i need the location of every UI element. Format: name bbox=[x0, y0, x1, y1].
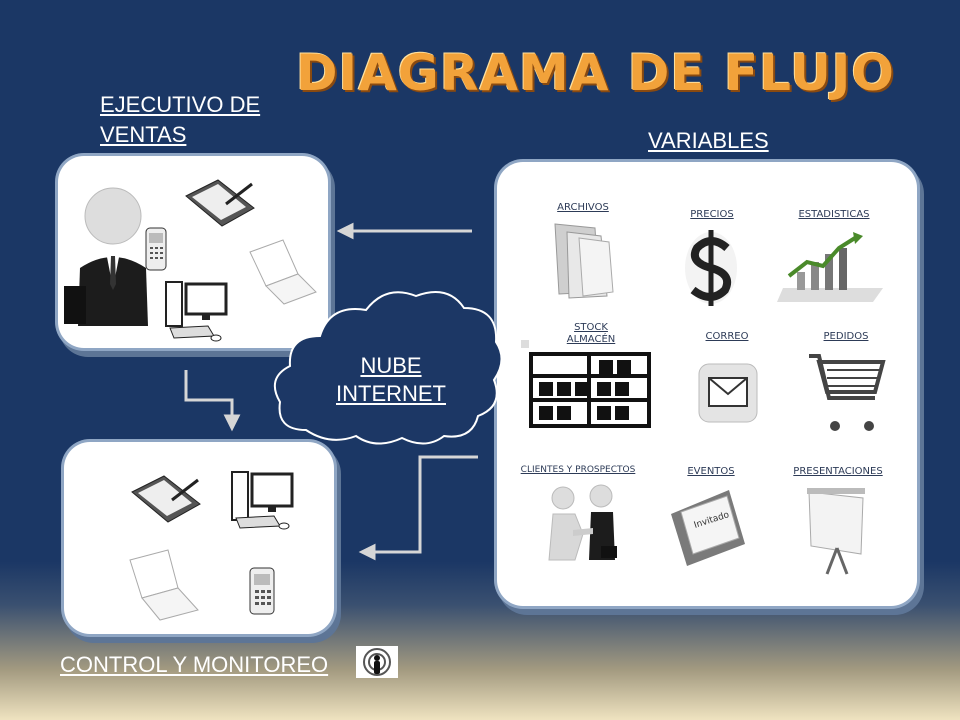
estadisticas-label: ESTADISTICAS bbox=[798, 209, 870, 220]
sales-executive-panel bbox=[58, 156, 328, 348]
internet-cloud bbox=[273, 291, 503, 445]
eventos-label: EVENTOS bbox=[687, 466, 735, 477]
stock-label-line-2: ALMACÉN bbox=[566, 334, 616, 345]
laptop-icon bbox=[129, 549, 199, 621]
warehouse-shelf-icon bbox=[521, 340, 651, 428]
control-label: CONTROL Y MONITOREO bbox=[60, 652, 329, 677]
control-panel bbox=[64, 442, 334, 634]
desktop-computer-icon bbox=[231, 471, 294, 530]
sales-executive-illustration bbox=[64, 179, 317, 342]
envelope-icon bbox=[698, 363, 758, 423]
archivos-label: ARCHIVOS bbox=[557, 202, 609, 213]
laptop-icon bbox=[249, 239, 317, 305]
arrow-executive-to-control bbox=[184, 370, 241, 432]
presentaciones-label: PRESENTACIONES bbox=[793, 466, 883, 477]
sales-executive-line-2: VENTAS bbox=[100, 122, 187, 147]
presentation-screen-icon bbox=[807, 488, 865, 575]
correo-label: CORREO bbox=[705, 331, 749, 342]
precios-label: PRECIOS bbox=[690, 209, 734, 220]
handshake-icon bbox=[548, 484, 617, 561]
monitoring-icon bbox=[356, 646, 398, 678]
dollar-icon bbox=[685, 230, 737, 306]
desktop-computer-icon bbox=[165, 281, 228, 342]
diagram-title: DIAGRAMA DE FLUJO bbox=[296, 44, 895, 102]
cloud-label: NUBE INTERNET bbox=[316, 352, 466, 408]
tablet-pen-icon bbox=[185, 179, 255, 227]
statistics-chart-icon bbox=[777, 232, 883, 302]
stock-label: STOCK ALMACÉN bbox=[548, 322, 634, 346]
cloud-label-line-1: NUBE bbox=[360, 353, 422, 378]
stock-label-line-1: STOCK bbox=[574, 322, 608, 333]
shopping-cart-icon bbox=[809, 354, 886, 431]
sales-executive-label: EJECUTIVO DE VENTAS bbox=[100, 90, 260, 150]
pedidos-label: PEDIDOS bbox=[823, 331, 869, 342]
variables-illustration: Invitado bbox=[521, 223, 886, 575]
sales-executive-line-1: EJECUTIVO DE bbox=[100, 92, 261, 117]
arrow-variables-to-executive bbox=[336, 222, 472, 240]
arrow-variables-to-control bbox=[358, 455, 478, 561]
invitation-icon: Invitado bbox=[671, 490, 745, 566]
folder-icon bbox=[554, 223, 614, 299]
variables-label: VARIABLES bbox=[648, 128, 769, 153]
mobile-phone-icon bbox=[249, 567, 275, 615]
cloud-label-line-2: INTERNET bbox=[336, 381, 446, 406]
control-illustration bbox=[129, 471, 294, 621]
clientes-label: CLIENTES Y PROSPECTOS bbox=[520, 465, 636, 475]
businessman-icon bbox=[64, 187, 148, 326]
mobile-phone-icon bbox=[145, 227, 167, 271]
tablet-pen-icon bbox=[131, 475, 201, 523]
